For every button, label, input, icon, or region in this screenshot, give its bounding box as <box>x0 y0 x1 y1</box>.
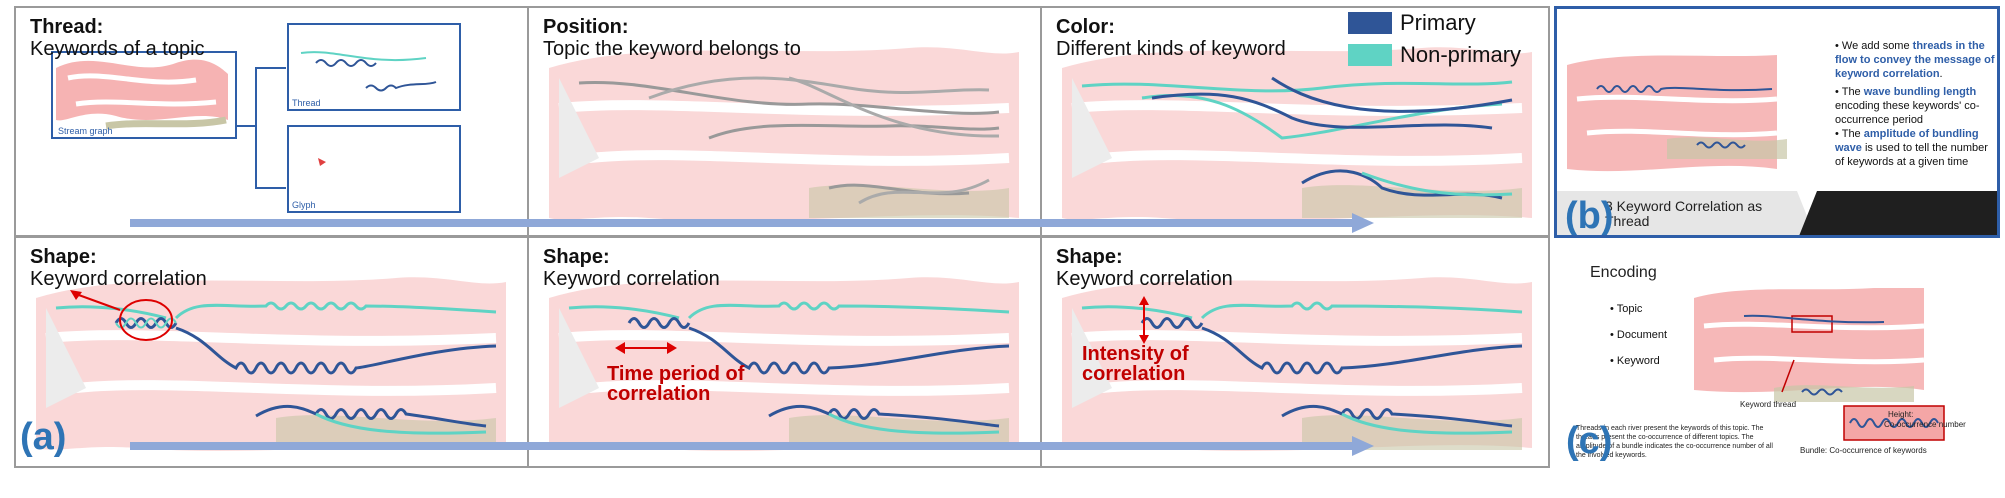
flow-arrow-top <box>130 219 1355 227</box>
slide-c-item-keyword: • Keyword <box>1610 355 1660 367</box>
shape-2-illustration <box>549 277 1019 451</box>
thread-illustration <box>51 23 461 213</box>
annotation-time-period: Time period of correlation <box>607 363 745 405</box>
label-glyph: Glyph <box>292 200 316 210</box>
legend-swatch-primary <box>1348 12 1392 34</box>
label-b: (b) <box>1565 195 1614 237</box>
annotation-intensity: Intensity of correlation <box>1082 343 1189 385</box>
thread-subtitle: Keywords of a topic <box>30 38 205 60</box>
slide-c-illustration <box>1694 288 1945 441</box>
thread-title: Thread: <box>30 16 104 38</box>
slide-b: • We add some threads in the flow to con… <box>1554 6 2000 238</box>
slide-c-label-bundle: Bundle: Co-occurrence of keywords <box>1800 446 1927 455</box>
label-c: (c) <box>1566 420 1613 462</box>
shape-1-subtitle: Keyword correlation <box>30 268 207 290</box>
label-thread: Thread <box>292 98 321 108</box>
panel-color: Color: Different kinds of keyword Primar… <box>1040 6 1550 237</box>
flow-arrow-top-head <box>1352 213 1374 233</box>
legend-primary: Primary <box>1400 10 1476 35</box>
legend-swatch-non-primary <box>1348 44 1392 66</box>
legend-non-primary: Non-primary <box>1400 42 1522 67</box>
slide-c-label-height-2: Co-occurrence number <box>1884 420 1966 429</box>
panel-shape-2: Shape: Keyword correlation Time period o… <box>527 236 1042 468</box>
label-a: (a) <box>20 416 67 458</box>
shape-1-illustration <box>36 277 506 451</box>
slide-b-bullet-3: • The amplitude of bundling wave is used… <box>1835 128 1988 168</box>
panel-thread: Thread: Keywords of a topic Stream graph… <box>14 6 529 237</box>
position-title: Position: <box>543 16 629 38</box>
shape-2-subtitle: Keyword correlation <box>543 268 720 290</box>
slide-b-illustration <box>1557 55 1997 235</box>
shape-1-title: Shape: <box>30 246 97 268</box>
slide-b-footer: 3 Keyword Correlation as Thread <box>1605 198 1763 229</box>
position-illustration <box>549 47 1019 221</box>
shape-2-title: Shape: <box>543 246 610 268</box>
flow-arrow-bottom <box>130 442 1355 450</box>
slide-b-bullet-2: • The wave bundling length encoding thes… <box>1835 86 1980 126</box>
color-subtitle: Different kinds of keyword <box>1056 38 1286 60</box>
label-stream-graph: Stream graph <box>58 126 113 136</box>
panel-shape-1: Shape: Keyword correlation <box>14 236 529 468</box>
slide-c-label-thread: Keyword thread <box>1740 400 1797 409</box>
shape-3-title: Shape: <box>1056 246 1123 268</box>
panel-position: Position: Topic the keyword belongs to <box>527 6 1042 237</box>
shape-3-subtitle: Keyword correlation <box>1056 268 1233 290</box>
shape-3-illustration <box>1062 277 1532 451</box>
slide-c-caption: Threads in each river present the keywor… <box>1576 425 1773 459</box>
color-illustration <box>1062 47 1532 221</box>
slide-c-item-topic: • Topic <box>1610 303 1643 315</box>
slide-c-label-height: Height: <box>1888 410 1914 419</box>
panel-shape-3: Shape: Keyword correlation Intensity of … <box>1040 236 1550 468</box>
color-title: Color: <box>1056 16 1115 38</box>
flow-arrow-bottom-head <box>1352 436 1374 456</box>
position-subtitle: Topic the keyword belongs to <box>543 38 801 60</box>
slide-c-title: Encoding <box>1590 264 1657 281</box>
slide-b-bullet-1: • We add some threads in the flow to con… <box>1835 40 1995 80</box>
slide-c-item-document: • Document <box>1610 329 1668 341</box>
slide-c: Encoding • Topic • Document • Keyword Ke… <box>1554 240 2000 468</box>
